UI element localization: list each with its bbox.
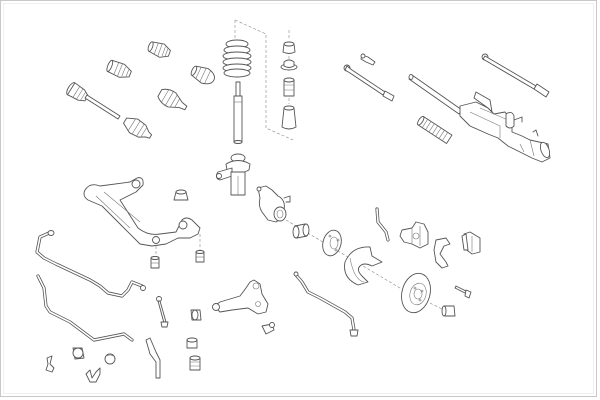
tie-rod-end[interactable] — [360, 53, 376, 66]
wheel-bolt[interactable] — [454, 285, 472, 299]
ball-joint[interactable] — [261, 322, 275, 335]
splash-shield[interactable] — [344, 246, 383, 286]
cv-boot-3[interactable] — [189, 63, 218, 88]
wheel-hub[interactable] — [320, 228, 344, 258]
assembly-outline — [234, 19, 294, 141]
bushing-7[interactable] — [72, 347, 85, 360]
stabilizer-bar-1[interactable] — [35, 230, 146, 298]
tie-rod-left[interactable] — [343, 64, 395, 102]
cv-boot-4[interactable] — [156, 86, 190, 115]
steering-arm[interactable] — [145, 337, 161, 379]
control-arm-upper[interactable] — [83, 177, 201, 256]
tie-rod-right[interactable] — [481, 53, 550, 98]
brake-hose[interactable] — [375, 207, 390, 242]
brake-disc[interactable] — [397, 270, 434, 316]
wheel-knuckle[interactable] — [256, 185, 291, 223]
bushing-3[interactable] — [173, 189, 189, 201]
image-frame-inner — [3, 3, 594, 394]
stabilizer-bar-2[interactable] — [36, 274, 134, 342]
coil-spring[interactable] — [222, 39, 252, 78]
cv-boot-2[interactable] — [105, 59, 132, 81]
strut-mount-kit[interactable] — [280, 41, 298, 130]
shock-absorber[interactable] — [233, 81, 243, 144]
brake-pads[interactable] — [461, 231, 481, 255]
brake-caliper[interactable] — [399, 221, 429, 249]
clamp-1[interactable] — [45, 355, 55, 373]
bushing-6[interactable] — [189, 355, 201, 371]
wheel-bearing[interactable] — [292, 223, 310, 239]
rack-boot[interactable] — [416, 115, 453, 144]
disc-axis-line — [429, 302, 445, 311]
bushing-2[interactable] — [195, 250, 205, 263]
stabilizer-link[interactable] — [156, 296, 169, 328]
bushing-1[interactable] — [150, 256, 160, 269]
caliper-carrier[interactable] — [433, 237, 451, 269]
bushing-4[interactable] — [190, 309, 202, 321]
steering-rack[interactable] — [408, 74, 551, 163]
hub-nut[interactable] — [441, 305, 456, 317]
cv-boot-1[interactable] — [146, 39, 171, 60]
control-arm-lower[interactable] — [212, 279, 269, 315]
drive-shaft[interactable] — [65, 81, 155, 143]
bushing-8[interactable] — [104, 353, 116, 365]
strut-body[interactable] — [215, 153, 251, 196]
bushing-5[interactable] — [186, 337, 198, 349]
clamp-2[interactable] — [85, 367, 101, 383]
abs-sensor-cable[interactable] — [293, 271, 359, 337]
